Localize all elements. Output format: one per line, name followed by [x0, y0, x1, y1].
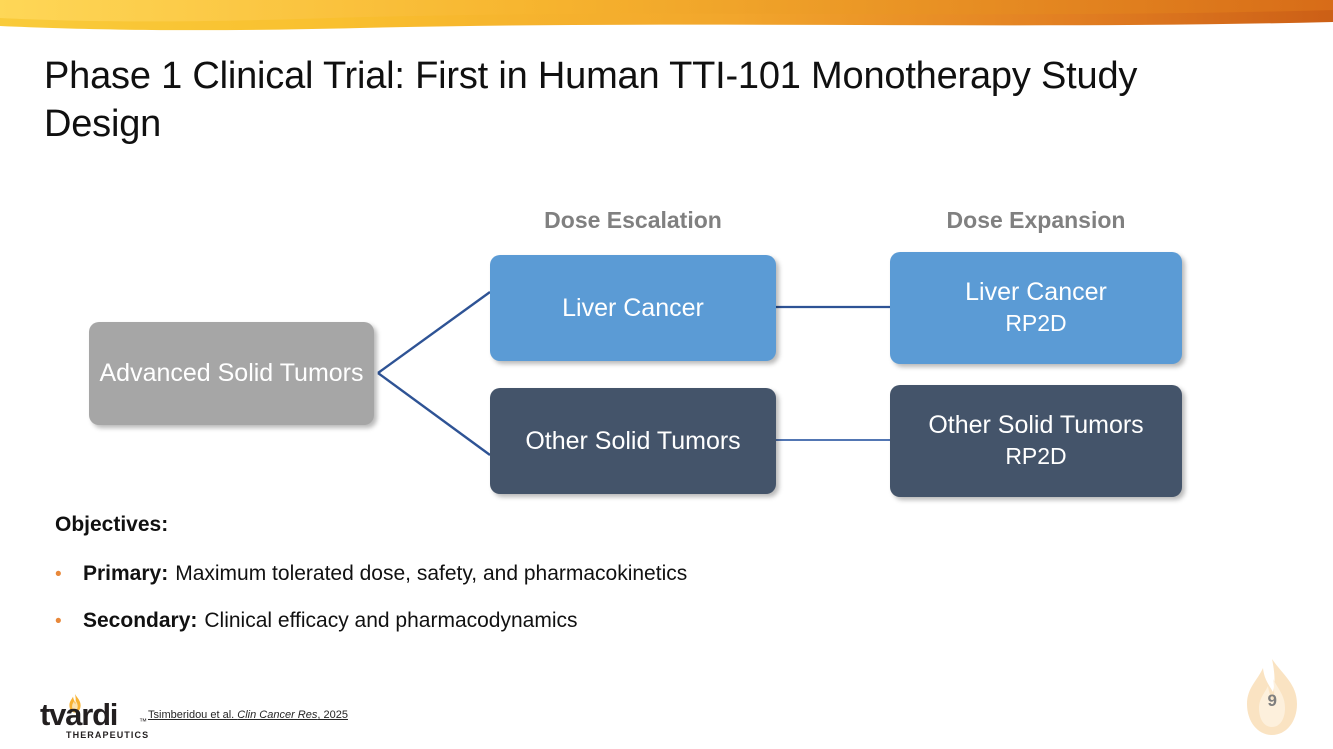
node-other-escalation-label: Other Solid Tumors	[525, 426, 741, 455]
objectives-heading: Objectives:	[55, 513, 169, 536]
column-header-dose-expansion: Dose Expansion	[946, 207, 1126, 233]
citation-journal: Clin Cancer Res	[237, 709, 318, 721]
objective-primary-text: Maximum tolerated dose, safety, and phar…	[175, 562, 688, 585]
column-header-dose-escalation: Dose Escalation	[544, 207, 722, 233]
node-liver-escalation-label: Liver Cancer	[562, 293, 704, 322]
flame-icon	[69, 694, 81, 713]
node-other-expansion-text: Other Solid Tumors RP2D	[928, 410, 1143, 472]
objective-secondary-label: Secondary:	[83, 609, 198, 632]
page-number: 9	[1267, 691, 1277, 710]
citation-year: , 2025	[317, 709, 348, 721]
objective-item-primary: • Primary: Maximum tolerated dose, safet…	[55, 562, 687, 586]
company-logo: tvardi ™ THERAPEUTICS	[40, 694, 150, 741]
slide-title: Phase 1 Clinical Trial: First in Human T…	[44, 55, 1138, 145]
logo-tagline: THERAPEUTICS	[66, 730, 150, 740]
node-liver-expansion-line1: Liver Cancer	[965, 278, 1107, 306]
node-advanced-label: Advanced Solid Tumors	[99, 359, 364, 387]
node-advanced-solid-tumors[interactable]: Advanced Solid Tumors	[89, 322, 374, 425]
logo-wordmark: tvardi	[40, 697, 118, 732]
bullet-icon: •	[55, 564, 62, 585]
node-liver-cancer-escalation[interactable]: Liver Cancer	[490, 255, 776, 361]
citation: Tsimberidou et al. Clin Cancer Res, 2025	[148, 709, 348, 721]
objective-item-secondary: • Secondary: Clinical efficacy and pharm…	[55, 609, 578, 633]
node-liver-cancer-expansion[interactable]: Liver Cancer RP2D	[890, 252, 1182, 364]
top-banner-decoration	[0, 0, 1333, 34]
citation-author: Tsimberidou et al.	[148, 709, 238, 721]
node-other-expansion-line1: Other Solid Tumors	[928, 411, 1144, 439]
objective-primary-label: Primary:	[83, 562, 169, 585]
node-other-solid-tumors-escalation[interactable]: Other Solid Tumors	[490, 388, 776, 494]
node-liver-expansion-text: Liver Cancer RP2D	[965, 277, 1107, 339]
logo-trademark-icon: ™	[139, 717, 147, 726]
node-other-solid-tumors-expansion[interactable]: Other Solid Tumors RP2D	[890, 385, 1182, 497]
objective-secondary-text: Clinical efficacy and pharmacodynamics	[204, 609, 578, 632]
node-other-expansion-line2: RP2D	[1005, 443, 1067, 469]
bullet-icon: •	[55, 611, 62, 632]
page-flame-icon	[1247, 659, 1297, 735]
node-liver-expansion-line2: RP2D	[1005, 310, 1067, 336]
